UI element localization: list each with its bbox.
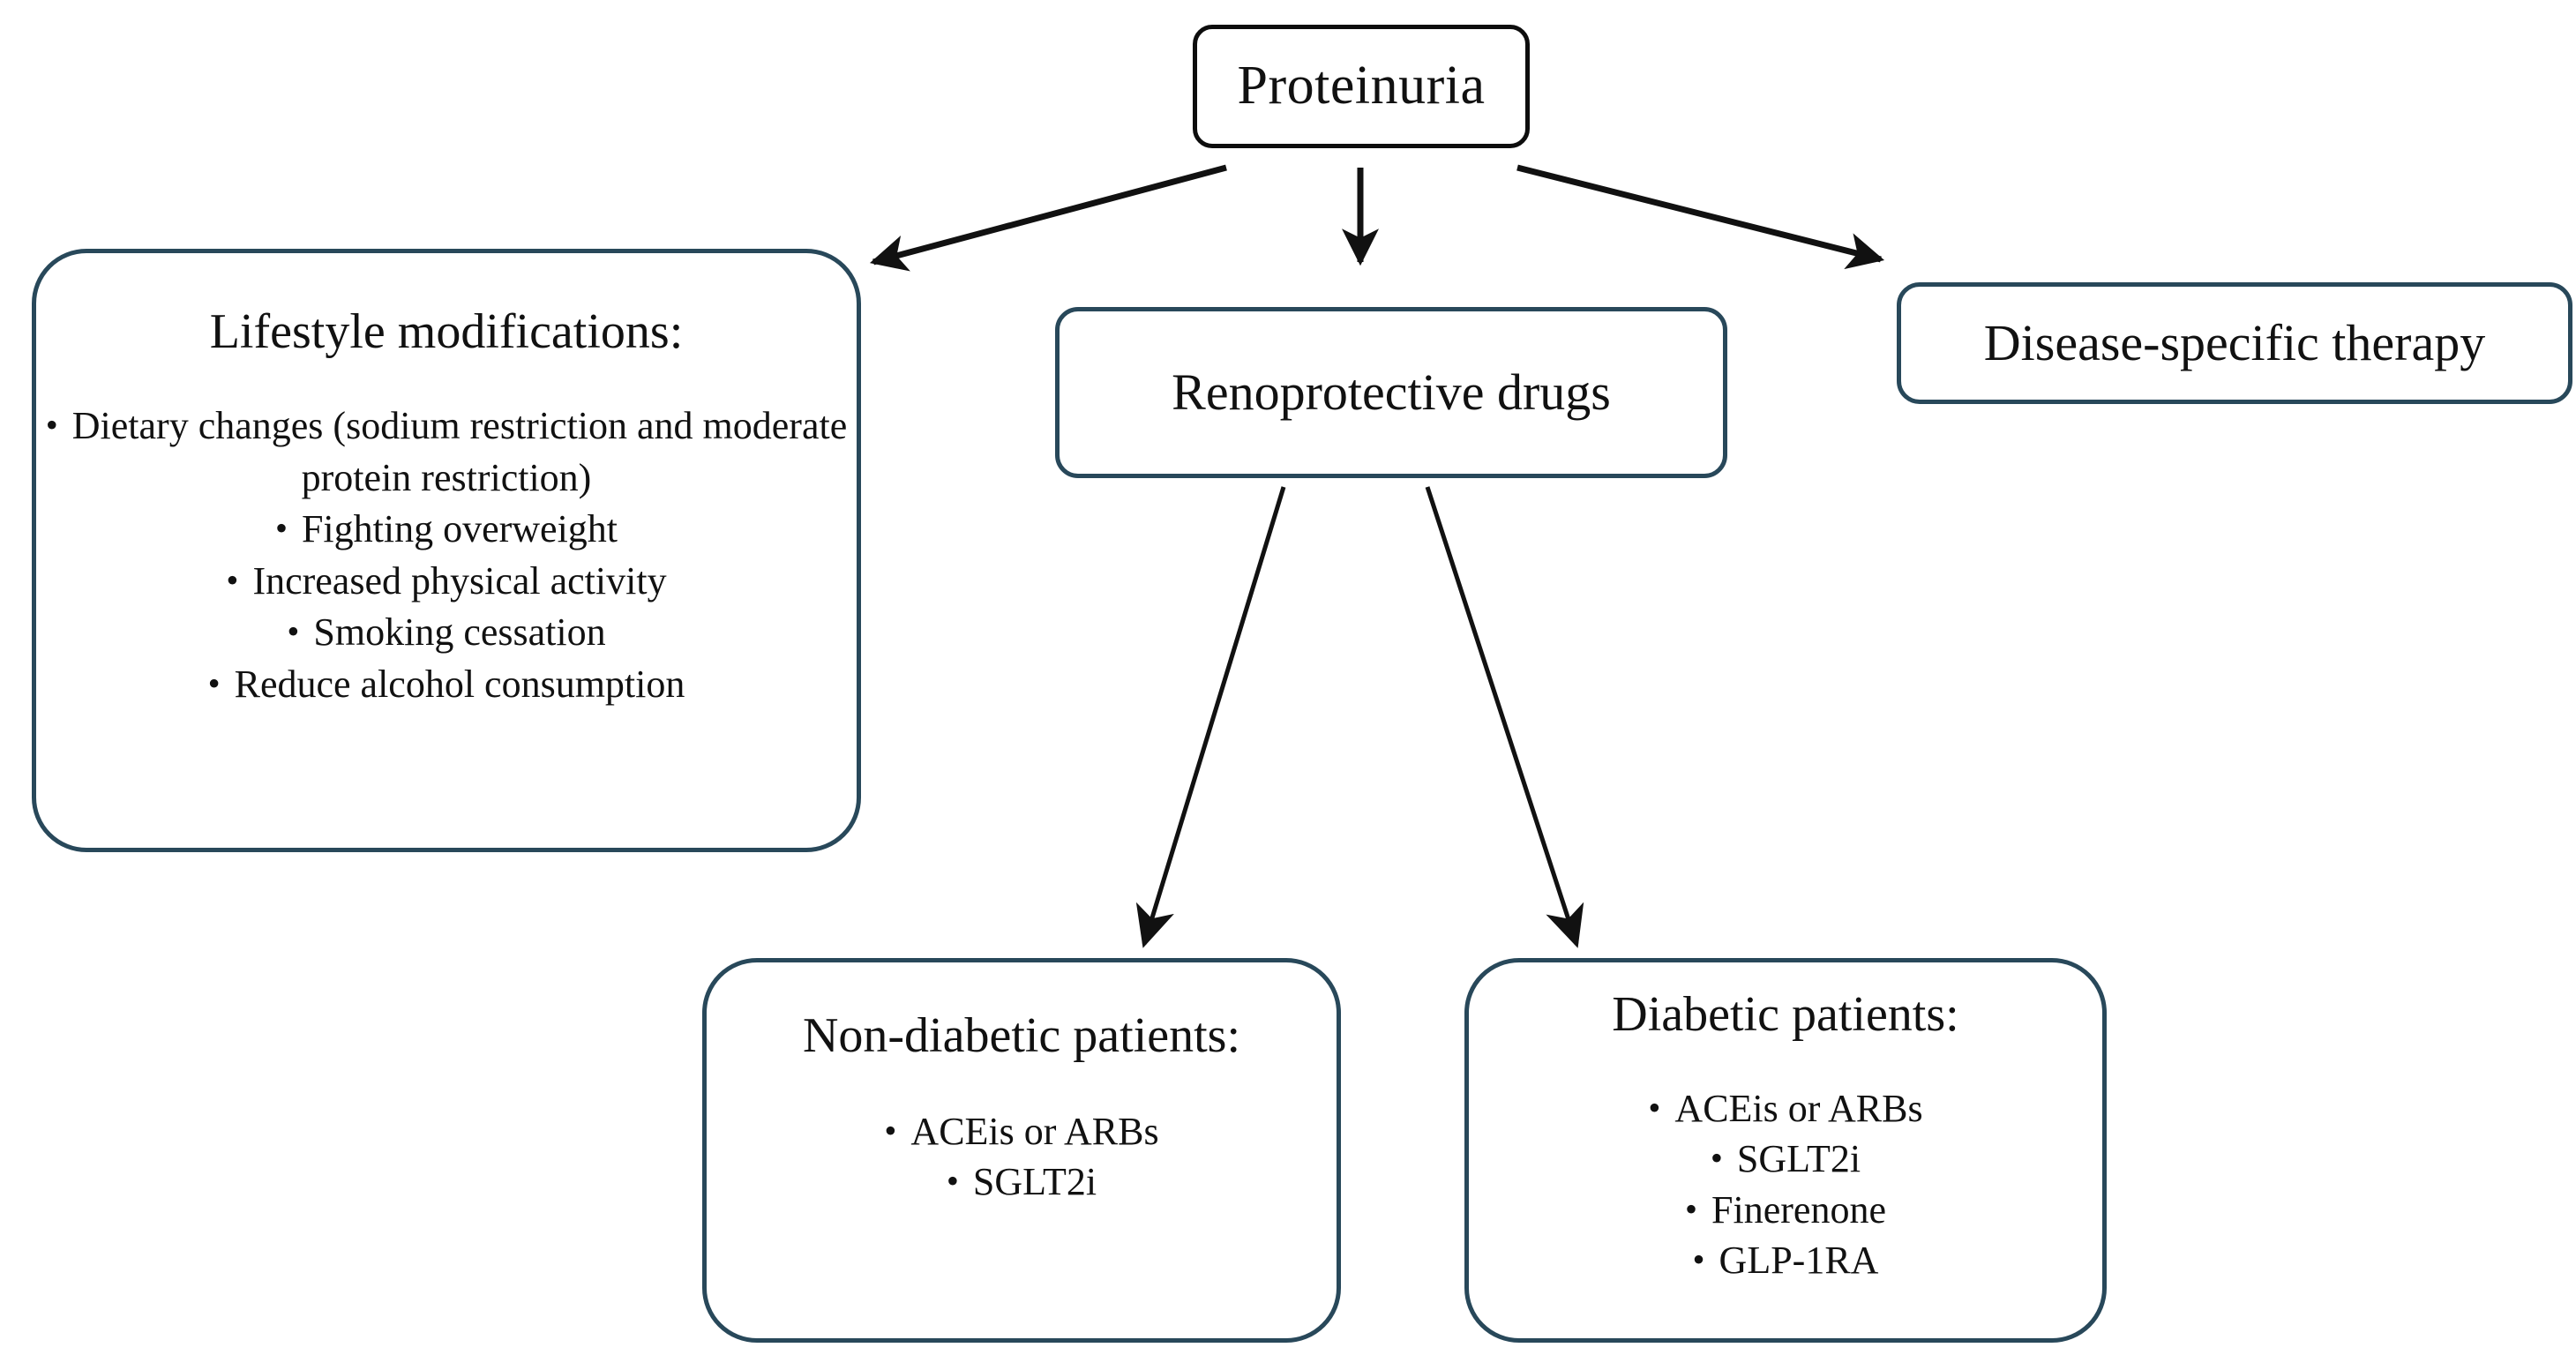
list-item: • SGLT2i <box>1469 1134 2102 1184</box>
bullet-icon: • <box>1685 1188 1698 1229</box>
non-diabetic-bullet-list: • ACEis or ARBs • SGLT2i <box>707 1106 1337 1207</box>
bullet-icon: • <box>884 1111 897 1151</box>
bullet-icon: • <box>274 508 288 549</box>
node-disease-specific-therapy[interactable]: Disease-specific therapy <box>1897 282 2572 404</box>
list-item-label: GLP-1RA <box>1719 1238 1879 1282</box>
bullet-icon: • <box>946 1161 959 1202</box>
node-lifestyle-title: Lifestyle modifications: <box>209 304 684 359</box>
node-renoprotective-drugs[interactable]: Renoprotective drugs <box>1055 307 1727 478</box>
list-item-label: SGLT2i <box>972 1160 1097 1204</box>
lifestyle-bullet-list: • Dietary changes (sodium restriction and… <box>36 401 857 710</box>
edge-root-to-disease-specific <box>1516 164 1885 270</box>
bullet-icon: • <box>1692 1239 1705 1279</box>
list-item: • Reduce alcohol consumption <box>36 659 857 711</box>
list-item-label: Dietary changes (sodium restriction and … <box>71 404 848 499</box>
edge-renoprotective-to-non-diabetic <box>1135 486 1286 948</box>
node-lifestyle-modifications[interactable]: Lifestyle modifications: • Dietary change… <box>32 249 861 852</box>
node-diabetic-patients[interactable]: Diabetic patients: • ACEis or ARBs • SGLT2… <box>1464 958 2107 1343</box>
node-proteinuria[interactable]: Proteinuria <box>1193 25 1530 148</box>
node-proteinuria-label: Proteinuria <box>1237 56 1486 116</box>
bullet-icon: • <box>1648 1088 1661 1128</box>
list-item-label: Smoking cessation <box>313 610 606 655</box>
edge-renoprotective-to-diabetic <box>1425 486 1584 948</box>
list-item: • ACEis or ARBs <box>707 1106 1337 1157</box>
bullet-icon: • <box>45 405 58 445</box>
list-item-label: Increased physical activity <box>252 558 667 603</box>
list-item: • Fighting overweight <box>36 504 857 556</box>
list-item: • Smoking cessation <box>36 607 857 659</box>
list-item: • ACEis or ARBs <box>1469 1083 2102 1134</box>
list-item: • GLP-1RA <box>1469 1235 2102 1285</box>
list-item-label: SGLT2i <box>1736 1137 1861 1181</box>
list-item: • Finerenone <box>1469 1185 2102 1235</box>
list-item-label: ACEis or ARBs <box>910 1110 1159 1154</box>
list-item: • Increased physical activity <box>36 556 857 608</box>
node-diabetic-title: Diabetic patients: <box>1612 987 1959 1042</box>
list-item-label: ACEis or ARBs <box>1674 1087 1923 1131</box>
bullet-icon: • <box>287 611 300 652</box>
node-renoprotective-label: Renoprotective drugs <box>1172 363 1611 421</box>
bullet-icon: • <box>1710 1138 1723 1179</box>
bullet-icon: • <box>207 663 221 703</box>
list-item: • Dietary changes (sodium restriction and… <box>36 401 857 504</box>
edge-root-to-lifestyle <box>869 164 1227 272</box>
list-item-label: Reduce alcohol consumption <box>234 662 685 706</box>
list-item: • SGLT2i <box>707 1157 1337 1207</box>
node-non-diabetic-title: Non-diabetic patients: <box>802 1008 1241 1063</box>
bullet-icon: • <box>226 559 239 600</box>
list-item-label: Fighting overweight <box>301 507 618 551</box>
diabetic-bullet-list: •ACEis or ARBs •SGLT2i •Finerenone •GLP-… <box>1469 1083 2102 1285</box>
node-disease-specific-label: Disease-specific therapy <box>1983 313 2486 371</box>
list-item-label: Finerenone <box>1711 1187 1886 1232</box>
node-non-diabetic-patients[interactable]: Non-diabetic patients: • ACEis or ARBs • S… <box>702 958 1341 1343</box>
